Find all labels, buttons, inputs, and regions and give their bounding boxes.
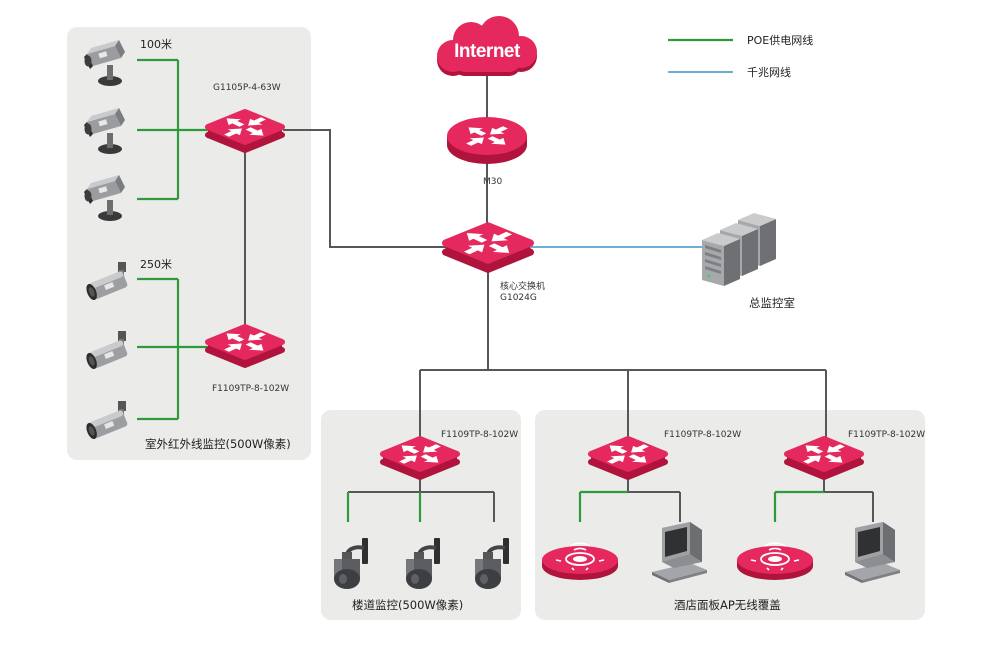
internet-cloud-icon: Internet bbox=[437, 16, 537, 76]
hotel-ap-panel bbox=[535, 410, 925, 620]
router-icon bbox=[447, 117, 527, 164]
core-switch-icon bbox=[445, 226, 530, 270]
outdoor-panel-title: 室外红外线监控(500W像素) bbox=[145, 437, 291, 451]
hotel-left-switch-label: F1109TP-8-102W bbox=[664, 430, 741, 440]
distance-top-label: 100米 bbox=[140, 38, 172, 51]
core-switch-name: 核心交换机 bbox=[500, 280, 545, 292]
hotel-right-switch-label: F1109TP-8-102W bbox=[848, 430, 925, 440]
legend: POE供电网线 千兆网线 bbox=[668, 33, 813, 79]
outdoor-top-poe-wires bbox=[137, 58, 208, 201]
outdoor-bottom-poe-wires bbox=[137, 277, 208, 421]
corridor-panel-title: 楼道监控(500W像素) bbox=[352, 598, 463, 612]
hotel-panel-title: 酒店面板AP无线覆盖 bbox=[674, 598, 781, 612]
outdoor-bottom-switch-label: F1109TP-8-102W bbox=[212, 384, 289, 394]
internet-label: Internet bbox=[454, 41, 521, 62]
corridor-wires bbox=[346, 474, 495, 522]
core-switch-model: G1024G bbox=[500, 293, 537, 303]
control-room-label: 总监控室 bbox=[749, 296, 795, 310]
legend-poe-label: POE供电网线 bbox=[747, 33, 813, 47]
outdoor-top-switch-label: G1105P-4-63W bbox=[213, 83, 281, 93]
wire-outdoor-core bbox=[283, 129, 446, 248]
legend-gigabit-label: 千兆网线 bbox=[747, 65, 791, 79]
distance-bottom-label: 250米 bbox=[140, 258, 172, 271]
router-label: M30 bbox=[483, 177, 502, 187]
corridor-switch-label: F1109TP-8-102W bbox=[441, 430, 518, 440]
hotel-left-wires bbox=[578, 474, 681, 522]
server-cabinets-icon bbox=[702, 213, 776, 286]
